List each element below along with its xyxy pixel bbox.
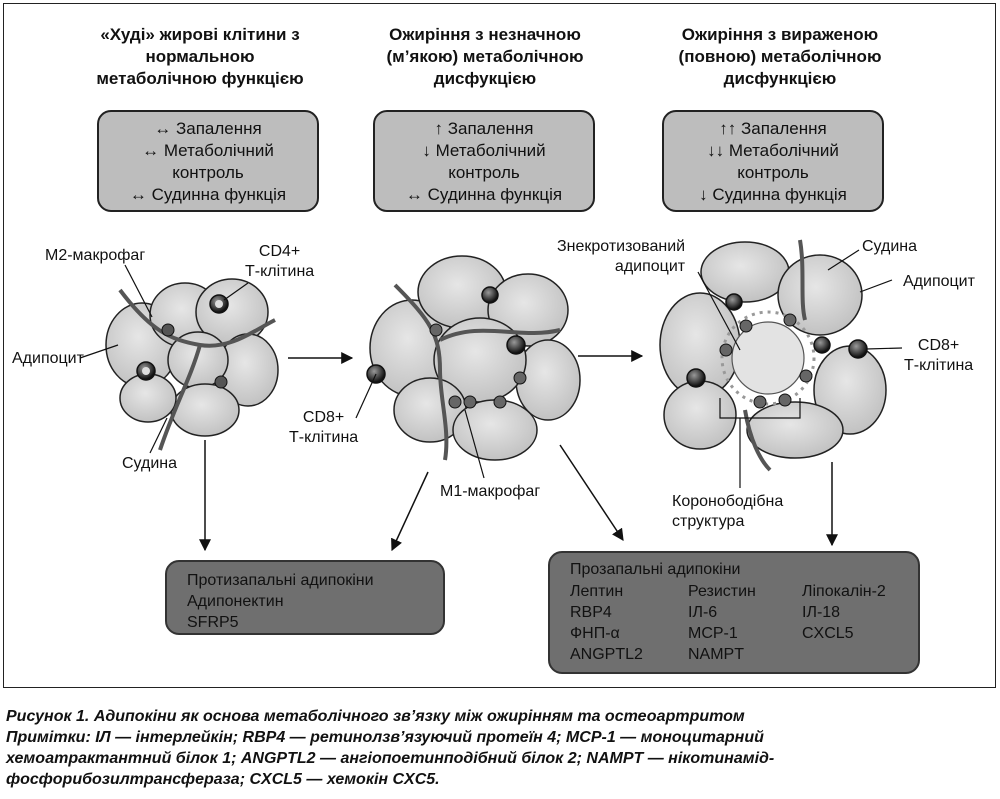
caption-notes: Примітки: ІЛ — інтерлейкін; RBP4 — ретин… bbox=[6, 729, 764, 746]
label-adipocyte-right: Адипоцит bbox=[903, 273, 975, 290]
caption-title: Рисунок 1. Адипокіни як основа метаболіч… bbox=[6, 708, 745, 725]
caption-notes: фосфорибозилтрансфераза; CXCL5 — хемокін… bbox=[6, 771, 440, 788]
label-adipocyte-left: Адипоцит bbox=[12, 350, 84, 367]
caption-notes: хемоатрактантний білок 1; ANGPTL2 — ангі… bbox=[6, 750, 775, 767]
figure-caption: Рисунок 1. Адипокіни як основа метаболіч… bbox=[6, 706, 996, 790]
label-cd8-t-cell-mid: CD8+Т-клітина bbox=[289, 409, 359, 446]
anti-inflammatory-adipokines-box: Протизапальні адипокіни Адипонектин SFRP… bbox=[165, 560, 445, 635]
lean-adipocyte-cluster bbox=[105, 278, 279, 451]
anti-box-item: SFRP5 bbox=[187, 614, 239, 631]
pro-inflammatory-adipokines-box: Прозапальні адипокіни Лептин RBP4 ФНП-α … bbox=[548, 551, 920, 674]
figure-frame bbox=[3, 3, 996, 688]
pro-box-item: Резистин bbox=[688, 583, 756, 600]
label-cd4-t-cell: CD4+Т-клітина bbox=[245, 243, 315, 280]
mild-adipocyte-cluster bbox=[366, 255, 581, 461]
pro-box-item: CXCL5 bbox=[802, 625, 854, 642]
pro-box-item: ANGPTL2 bbox=[570, 646, 643, 663]
label-vessel-left: Судина bbox=[122, 455, 178, 472]
pro-box-item: MCP-1 bbox=[688, 625, 738, 642]
pro-box-item: ФНП-α bbox=[570, 625, 620, 642]
anti-box-title: Протизапальні адипокіни bbox=[187, 572, 374, 589]
anti-box-item: Адипонектин bbox=[187, 593, 284, 610]
pro-box-item: Лептин bbox=[570, 583, 624, 600]
label-cd8-t-cell-right: CD8+Т-клітина bbox=[904, 337, 974, 374]
label-m2-macrophage: М2-макрофаг bbox=[45, 247, 146, 264]
label-m1-macrophage: М1-макрофаг bbox=[440, 483, 541, 500]
title-mild-obesity: Ожиріння з незначною(м’якою) метаболічно… bbox=[386, 25, 584, 88]
title-severe-obesity: Ожиріння з вираженою(повною) метаболічно… bbox=[678, 25, 882, 88]
pro-box-item: ІЛ-6 bbox=[688, 604, 718, 621]
pro-box-item: NAMPT bbox=[688, 646, 744, 663]
severe-adipocyte-cluster bbox=[659, 239, 887, 472]
pro-box-item: ІЛ-18 bbox=[802, 604, 841, 621]
pro-box-title: Прозапальні адипокіни bbox=[570, 561, 741, 578]
pro-box-item: RBP4 bbox=[570, 604, 612, 621]
label-vessel-right: Судина bbox=[862, 238, 918, 255]
pro-box-item: Ліпокалін-2 bbox=[802, 583, 886, 600]
